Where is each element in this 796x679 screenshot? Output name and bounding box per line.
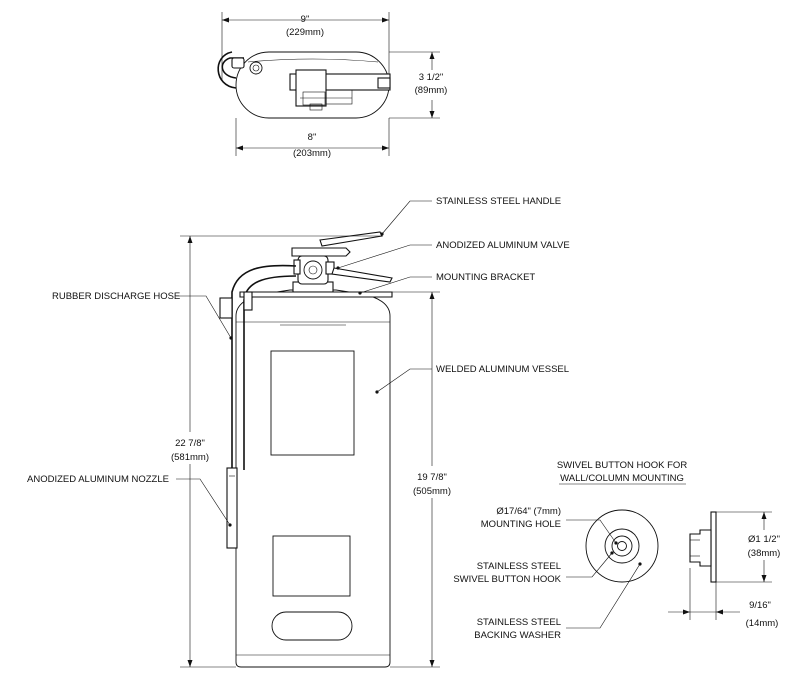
label-bracket: MOUNTING BRACKET xyxy=(436,272,535,283)
discharge-hose xyxy=(231,264,297,470)
mounting-bracket xyxy=(239,291,393,298)
label-vessel: WELDED ALUMINUM VESSEL xyxy=(436,364,569,375)
hook-depth-in: 9/16" xyxy=(749,600,771,611)
mounting-hole xyxy=(617,541,627,551)
vessel-label-upper xyxy=(270,350,355,456)
hook-diameter-in: Ø1 1/2" xyxy=(748,534,780,545)
top-depth-mm: (89mm) xyxy=(415,85,448,96)
top-view-hose xyxy=(221,57,244,79)
hook-diameter-mm: (38mm) xyxy=(748,548,781,559)
top-width-in: 9" xyxy=(301,14,310,25)
top-view: 9" (229mm) 3 1/2" (89mm) 8 xyxy=(217,12,452,159)
vessel-height-mm: (505mm) xyxy=(413,486,451,497)
hook-depth-mm: (14mm) xyxy=(746,618,779,629)
overall-height-in: 22 7/8" xyxy=(175,438,205,449)
hook-title-line1: SWIVEL BUTTON HOOK FOR xyxy=(557,460,688,471)
top-depth-in: 3 1/2" xyxy=(419,72,444,83)
label-valve: ANODIZED ALUMINUM VALVE xyxy=(436,240,570,251)
hook-button-line1: STAINLESS STEEL xyxy=(477,561,561,572)
hook-title-line2: WALL/COLUMN MOUNTING xyxy=(560,473,684,484)
vessel-body xyxy=(235,289,391,668)
hook-side-profile-washer xyxy=(710,511,717,583)
top-width-mm: (229mm) xyxy=(286,27,324,38)
hook-side-profile-button xyxy=(689,529,712,567)
hook-washer-line1: STAINLESS STEEL xyxy=(477,617,561,628)
label-nozzle: ANODIZED ALUMINUM NOZZLE xyxy=(27,474,169,485)
vessel-gauge-window xyxy=(271,611,353,641)
top-view-valve xyxy=(295,69,327,107)
label-handle: STAINLESS STEEL HANDLE xyxy=(436,196,561,207)
valve-body xyxy=(297,255,329,285)
front-view: 22 7/8" (581mm) 19 7/8" (505mm) STAINLES… xyxy=(27,196,570,668)
backing-washer xyxy=(585,509,659,583)
handle-lever xyxy=(291,247,351,257)
vessel-label-lower xyxy=(272,535,351,597)
label-hose: RUBBER DISCHARGE HOSE xyxy=(52,291,180,302)
hook-button-line2: SWIVEL BUTTON HOOK xyxy=(453,574,561,585)
vessel-height-in: 19 7/8" xyxy=(417,472,447,483)
top-base-mm: (203mm) xyxy=(293,148,331,159)
hook-hole-line2: MOUNTING HOLE xyxy=(481,519,561,530)
hook-washer-line2: BACKING WASHER xyxy=(474,630,561,641)
hook-detail: SWIVEL BUTTON HOOK FOR WALL/COLUMN MOUNT… xyxy=(453,460,792,641)
nozzle xyxy=(226,467,238,549)
top-base-in: 8" xyxy=(308,132,317,143)
swivel-button-hook xyxy=(604,528,640,564)
overall-height-mm: (581mm) xyxy=(171,452,209,463)
hook-hole-line1: Ø17/64" (7mm) xyxy=(496,506,561,517)
